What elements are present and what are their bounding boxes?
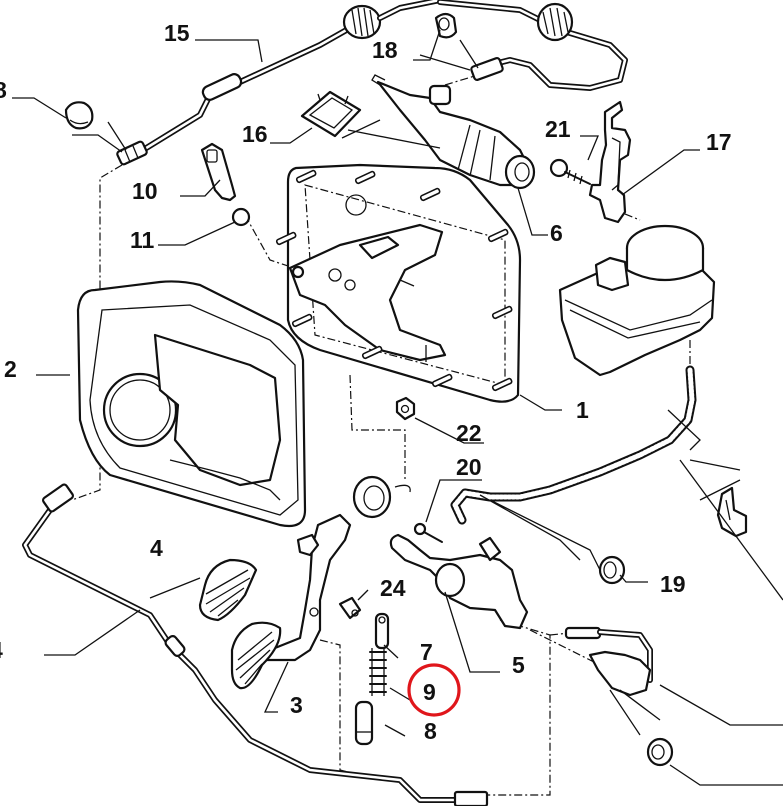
part-16-clip[interactable] — [300, 90, 362, 138]
callout-20[interactable]: 20 — [456, 454, 482, 480]
callout-19[interactable]: 19 — [660, 571, 686, 597]
highlight-circle — [407, 663, 461, 717]
callout-21[interactable]: 21 — [545, 116, 571, 142]
callout-24[interactable]: 24 — [380, 575, 406, 601]
callout-9[interactable]: 9 — [423, 679, 436, 705]
part-3-clutch-pedal[interactable] — [230, 513, 352, 690]
lower-right-connector[interactable] — [564, 626, 674, 767]
callout-labels: 15 8 18 16 21 17 10 11 6 2 1 22 20 4 24 … — [0, 20, 732, 744]
pedal-pivot[interactable] — [352, 475, 411, 519]
upper-right-pipe — [437, 0, 628, 91]
callout-18[interactable]: 18 — [372, 37, 398, 63]
leader-lines — [12, 29, 783, 786]
hose-clip[interactable] — [716, 486, 748, 538]
callout-22[interactable]: 22 — [456, 420, 482, 446]
part-10-pedal-switch[interactable] — [200, 142, 237, 202]
callout-2[interactable]: 2 — [4, 356, 17, 382]
part-22-nut[interactable] — [395, 396, 416, 421]
pedal-box-studs — [275, 169, 513, 392]
callout-3[interactable]: 3 — [290, 692, 303, 718]
part-8-dust-cap[interactable] — [64, 101, 94, 130]
callout-8[interactable]: 8 — [424, 718, 437, 744]
part-20-screw[interactable] — [413, 522, 443, 543]
callout-15[interactable]: 15 — [164, 20, 190, 46]
part-4-pedal-pad[interactable] — [198, 558, 258, 622]
part-15-upper-pipe[interactable] — [116, 0, 443, 166]
part-18-dust-cap[interactable] — [434, 12, 458, 39]
callout-11[interactable]: 11 — [130, 227, 155, 253]
part-8-sleeve[interactable] — [354, 700, 374, 746]
fluid-reservoir[interactable] — [558, 224, 716, 377]
callout-17[interactable]: 17 — [706, 129, 732, 155]
part-6-slave-cylinder[interactable] — [371, 74, 536, 190]
part-19-grommet[interactable] — [598, 555, 626, 585]
part-2-cover[interactable] — [76, 280, 307, 528]
callout-8-left[interactable]: 8 — [0, 77, 7, 103]
part-14-lower-pipe[interactable] — [22, 483, 489, 806]
part-1-pedal-box[interactable] — [286, 163, 522, 403]
reservoir-hose[interactable] — [450, 365, 697, 525]
part-9-spring[interactable] — [369, 648, 387, 696]
callout-1[interactable]: 1 — [576, 397, 589, 423]
callout-14[interactable]: 4 — [0, 637, 3, 663]
callout-5[interactable]: 5 — [512, 652, 525, 678]
callout-6[interactable]: 6 — [550, 220, 563, 246]
callout-4[interactable]: 4 — [150, 535, 163, 561]
callout-10[interactable]: 10 — [132, 178, 158, 204]
part-5-master-cylinder[interactable] — [389, 533, 529, 630]
part-21-bolt[interactable] — [549, 158, 591, 185]
part-7-rod[interactable] — [374, 612, 390, 650]
part-24-bushing[interactable] — [338, 596, 362, 620]
part-11-grommet[interactable] — [231, 207, 251, 227]
callout-7[interactable]: 7 — [420, 639, 433, 665]
callout-16[interactable]: 16 — [242, 121, 268, 147]
part-17-bracket[interactable] — [588, 100, 632, 224]
